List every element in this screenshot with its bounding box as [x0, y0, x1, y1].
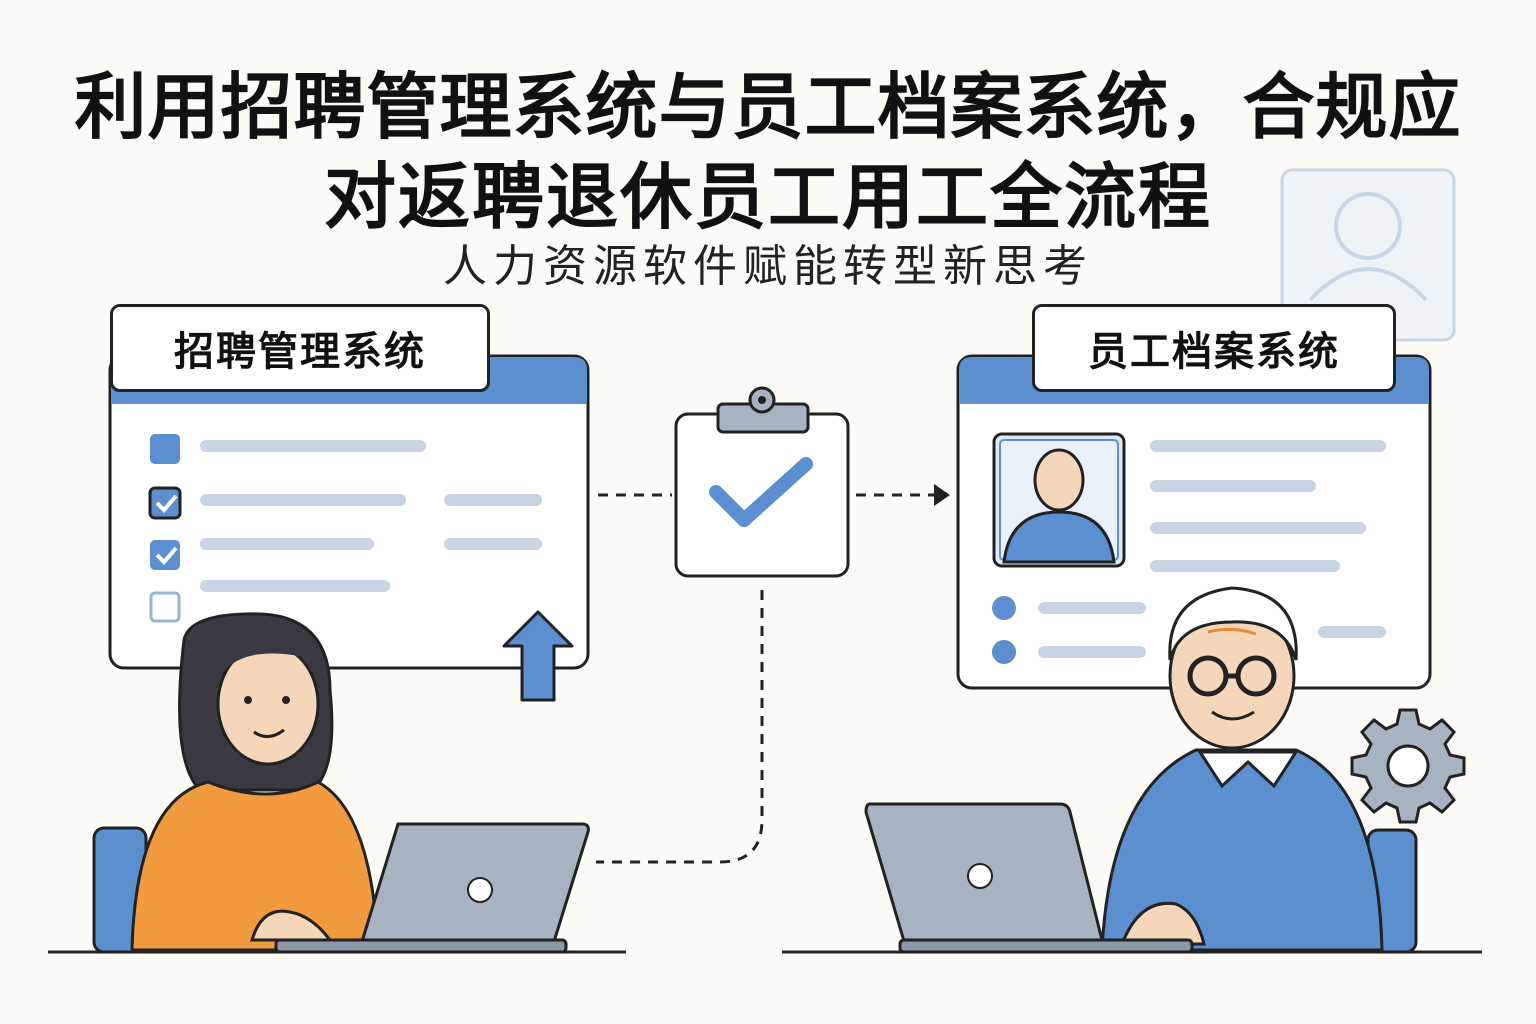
checklist-item[interactable] — [149, 580, 390, 623]
gear-icon — [1350, 708, 1466, 824]
clipboard-check-icon — [674, 386, 850, 578]
recruitment-system-label: 招聘管理系统 — [110, 304, 490, 392]
laptop-left — [274, 822, 590, 954]
young-hr-employee — [92, 612, 380, 954]
upload-arrow-icon — [502, 610, 574, 702]
employee-photo — [992, 432, 1126, 568]
retired-rehired-employee — [1100, 586, 1418, 954]
checklist-item[interactable] — [150, 538, 542, 570]
page-title-line2: 对返聘退休员工用工全流程 — [323, 155, 1212, 239]
arrowhead — [934, 484, 950, 506]
archive-system-label: 员工档案系统 — [1032, 304, 1396, 392]
checklist-item[interactable] — [148, 486, 542, 520]
checklist-item[interactable] — [150, 434, 426, 464]
user-avatar-icon — [1280, 168, 1456, 342]
flow-connector — [596, 493, 934, 864]
page-subtitle: 人力资源软件赋能转型新思考 — [443, 241, 1093, 292]
page-title-line1: 利用招聘管理系统与员工档案系统，合规应 — [74, 65, 1462, 149]
